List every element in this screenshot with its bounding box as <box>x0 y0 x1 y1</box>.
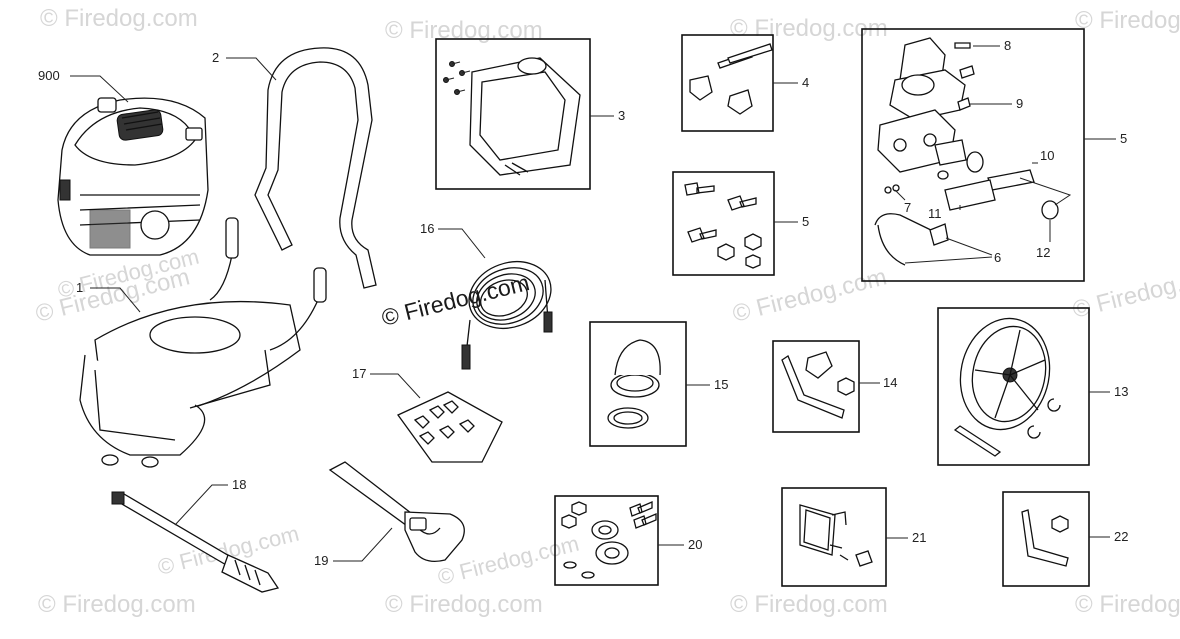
svg-text:5: 5 <box>802 214 809 229</box>
watermark: © Firedog.com <box>40 5 198 32</box>
label-23: 22 <box>1089 529 1128 544</box>
engine-drawing <box>57 97 209 256</box>
watermark-center: © Firedog.com <box>379 269 532 331</box>
box-axle-bolt <box>1002 491 1090 587</box>
label-21: 20 <box>658 537 702 552</box>
label-5: 5 <box>774 214 809 229</box>
svg-text:15: 15 <box>714 377 728 392</box>
wheel-kit-drawing <box>953 317 1061 457</box>
panel-drawing <box>443 57 581 176</box>
label-19: 18 <box>174 477 246 526</box>
box-pump-assembly <box>861 28 1085 282</box>
label-8: 7 <box>904 200 911 215</box>
svg-text:20: 20 <box>688 537 702 552</box>
label-20: 19 <box>314 527 393 568</box>
svg-text:5: 5 <box>1120 131 1127 146</box>
label-13: 12 <box>1036 245 1050 260</box>
watermark: © Firedog.com <box>385 591 543 618</box>
handle-hardware-drawing <box>689 43 773 115</box>
svg-text:17: 17 <box>352 366 366 381</box>
hardware-kit-drawing <box>561 501 657 579</box>
cap-kit-drawing <box>607 339 661 429</box>
svg-text:18: 18 <box>232 477 246 492</box>
svg-text:3: 3 <box>618 108 625 123</box>
watermark: © Firedog.com <box>1070 259 1180 323</box>
label-6: 5 <box>1084 131 1127 146</box>
box-knob-bolt <box>772 340 860 433</box>
label-7: 6 <box>994 250 1001 265</box>
nozzle-kit-drawing <box>397 391 503 463</box>
box-bolt-kit <box>672 171 775 276</box>
label-9: 8 <box>1004 38 1011 53</box>
svg-text:14: 14 <box>883 375 897 390</box>
label-18: 17 <box>352 366 421 399</box>
box-bracket <box>781 487 887 587</box>
box-panel <box>435 38 591 190</box>
label-1: 1 <box>76 280 141 313</box>
watermark: © Firedog.com <box>730 263 890 327</box>
label-15: 14 <box>859 375 897 390</box>
watermark: © Firedog.com <box>38 591 196 618</box>
svg-text:19: 19 <box>314 553 328 568</box>
svg-text:900: 900 <box>38 68 60 83</box>
svg-text:22: 22 <box>1114 529 1128 544</box>
hose-drawing <box>461 261 553 370</box>
label-11: 10 <box>1040 148 1054 163</box>
knob-bolt-drawing <box>781 351 855 419</box>
svg-text:2: 2 <box>212 50 219 65</box>
label-900: 900 <box>38 68 129 103</box>
pump-callouts: 8 9 10 7 11 12 6 <box>894 38 1072 265</box>
label-22: 21 <box>886 530 926 545</box>
pump-assembly-drawing <box>874 37 1059 266</box>
handle-drawing <box>254 47 377 289</box>
label-4: 4 <box>773 75 809 90</box>
box-hardware-kit <box>554 495 659 586</box>
bolt-kit-drawing <box>684 182 762 269</box>
watermark: © Firedog.com <box>385 17 543 44</box>
svg-text:4: 4 <box>802 75 809 90</box>
label-12: 11 <box>928 206 942 221</box>
box-wheel-kit <box>937 307 1090 466</box>
watermark: © Firedog.com <box>730 591 888 618</box>
axle-bolt-drawing <box>1021 509 1069 567</box>
bracket-drawing <box>799 504 873 567</box>
label-16: 15 <box>686 377 728 392</box>
svg-text:21: 21 <box>912 530 926 545</box>
svg-text:1: 1 <box>76 280 83 295</box>
svg-text:16: 16 <box>420 221 434 236</box>
label-2: 2 <box>212 50 277 81</box>
frame-drawing <box>79 217 327 468</box>
label-3: 3 <box>590 108 625 123</box>
label-17: 16 <box>420 221 486 259</box>
label-14: 13 <box>1089 384 1128 399</box>
wand-drawing <box>111 491 280 593</box>
watermark: © Firedog.com <box>1075 7 1180 34</box>
label-10: 9 <box>1016 96 1023 111</box>
watermark: © Firedog.com <box>1075 591 1180 618</box>
svg-text:13: 13 <box>1114 384 1128 399</box>
spray-gun-drawing <box>328 461 465 563</box>
box-cap-kit <box>589 321 687 447</box>
